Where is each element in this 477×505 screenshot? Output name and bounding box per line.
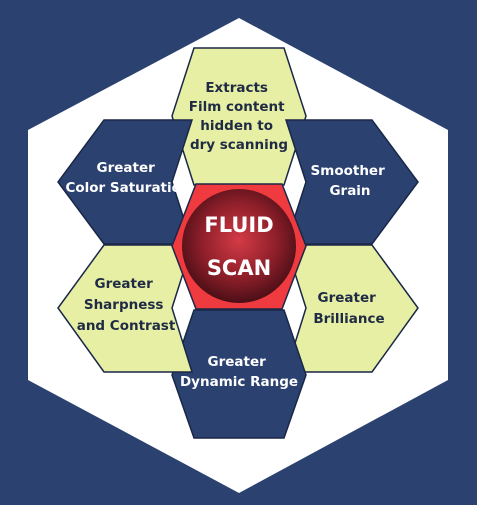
center-core [182,189,296,303]
cell-top: Extracts Film content hidden to dry scan… [171,47,307,186]
cell-upper-right-label: Smoother Grain [311,163,390,199]
cell-upper-right-line-1: Smoother [311,163,386,179]
cell-lower-right-line-1: Greater [318,290,377,306]
center-title-line-2: SCAN [207,256,271,280]
cell-upper-left-line-2: Color Saturation [65,180,190,196]
cell-top-shape [171,47,307,186]
cell-lower-left-line-2: Sharpness [84,297,164,313]
cell-top-line-2: Film content [189,99,285,115]
cell-top-line-3: hidden to [200,118,273,134]
cell-lower-left-line-3: and Contrast [77,318,176,334]
cell-bottom: Greater Dynamic Range [171,309,307,439]
cell-lower-right-line-2: Brilliance [313,311,384,327]
cell-top-label: Extracts Film content hidden to dry scan… [189,80,290,153]
center-hub: FLUID SCAN [171,183,307,310]
cell-lower-left-line-1: Greater [95,276,154,292]
cell-upper-left-label: Greater Color Saturation [65,160,190,196]
cell-lower-right: Greater Brilliance [284,244,419,373]
cell-bottom-line-1: Greater [208,354,267,370]
cell-lower-left-label: Greater Sharpness and Contrast [77,276,176,334]
cell-top-line-1: Extracts [205,80,268,96]
cell-top-line-4: dry scanning [190,137,288,153]
cell-bottom-line-2: Dynamic Range [180,374,298,390]
cell-bottom-shape [171,309,307,439]
cell-lower-right-shape [284,244,419,373]
cell-upper-left-line-1: Greater [97,160,156,176]
cell-bottom-label: Greater Dynamic Range [180,354,298,390]
cell-upper-right: Smoother Grain [284,119,419,245]
cell-lower-left: Greater Sharpness and Contrast [57,244,194,373]
cell-lower-right-label: Greater Brilliance [313,290,384,327]
cell-upper-right-line-2: Grain [329,183,370,199]
center-title-line-1: FLUID [204,213,273,237]
cell-upper-left: Greater Color Saturation [57,119,194,245]
cell-upper-right-shape [284,119,419,245]
